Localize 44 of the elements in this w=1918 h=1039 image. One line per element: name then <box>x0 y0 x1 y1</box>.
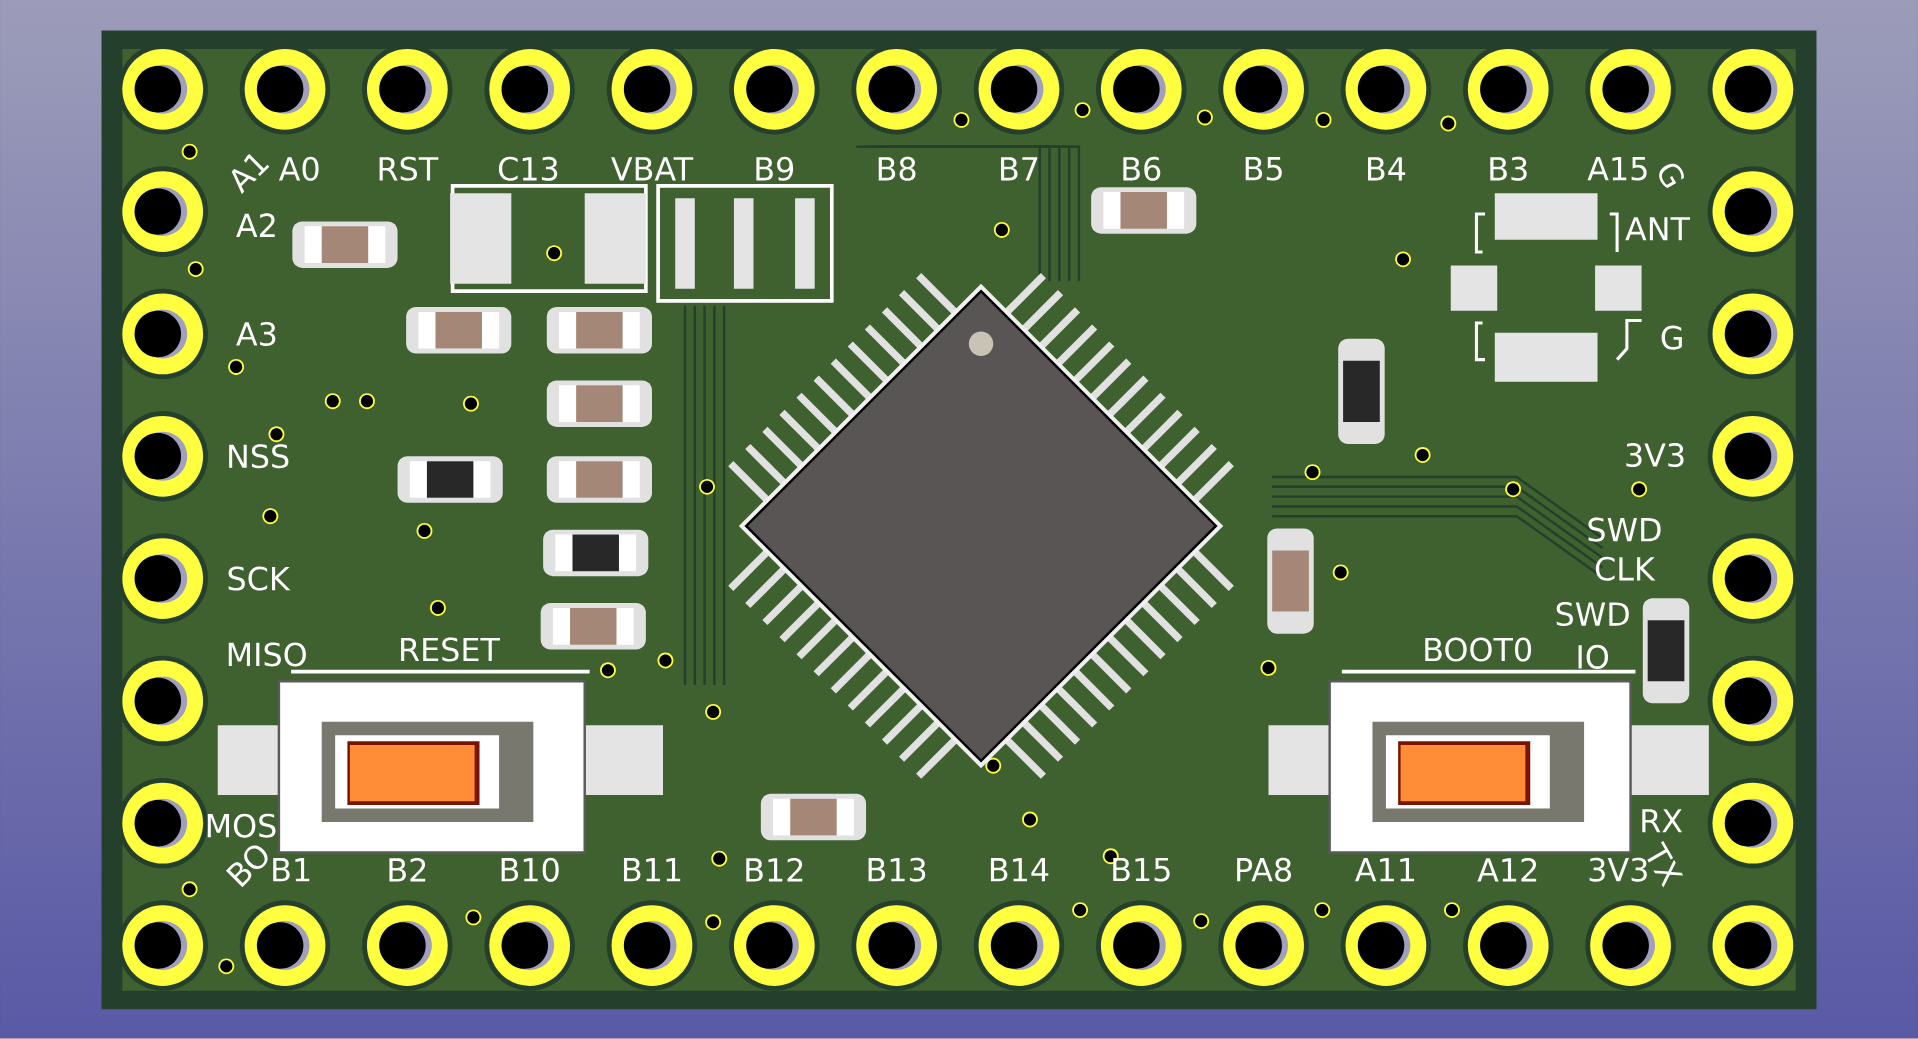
silkscreen-label: RX <box>1642 809 1683 833</box>
silkscreen-label: B12 <box>746 858 803 882</box>
silkscreen-label: CLK <box>1595 557 1656 582</box>
silkscreen-label: TX <box>1647 841 1684 888</box>
silkscreen-label: B8 <box>878 157 916 182</box>
silkscreen-label: B6 <box>1123 157 1161 182</box>
silkscreen-label: A0 <box>278 157 319 182</box>
silkscreen-label: BOOT0 <box>1425 637 1532 662</box>
silkscreen-label: B9 <box>756 157 794 182</box>
silkscreen-label: SCK <box>228 566 291 591</box>
silkscreen-label: VBAT <box>611 157 694 181</box>
silkscreen-label: RST <box>379 157 439 182</box>
silkscreen-label: PA8 <box>1237 857 1292 882</box>
silkscreen-label: B10 <box>501 857 559 882</box>
silkscreen-label: B4 <box>1368 157 1406 181</box>
silkscreen-label: B2 <box>389 858 426 882</box>
silkscreen-label: BO <box>225 845 268 888</box>
silkscreen-label: ANT <box>1625 217 1691 241</box>
silkscreen-label: B15 <box>1113 858 1170 882</box>
silkscreen-label: B11 <box>623 858 681 882</box>
silkscreen-label: SWD <box>1556 602 1629 627</box>
silkscreen-label: IO <box>1578 645 1609 670</box>
silkscreen-label: C13 <box>498 157 558 182</box>
silkscreen-label: G <box>1659 164 1684 189</box>
silkscreen-label: A12 <box>1477 858 1537 882</box>
silkscreen-label: B1 <box>273 858 310 882</box>
silkscreen-label: NSS <box>229 444 289 469</box>
silkscreen-label: B5 <box>1245 157 1282 181</box>
silkscreen-label: MISO <box>228 642 306 667</box>
silkscreen-label: RESET <box>401 637 500 662</box>
silkscreen-label: B14 <box>990 858 1049 882</box>
silkscreen-label: MOS <box>207 813 276 838</box>
silkscreen-label: SWD <box>1588 517 1661 542</box>
silkscreen-label: A1 <box>231 154 270 195</box>
silkscreen-label: G <box>1661 325 1682 350</box>
silkscreen-label: A15 <box>1587 157 1647 181</box>
silkscreen-label: A11 <box>1355 858 1415 882</box>
silkscreen-label: B7 <box>1001 157 1038 181</box>
silkscreen-label: A3 <box>236 322 276 347</box>
silkscreen-label: A2 <box>236 213 275 238</box>
silkscreen-label: B13 <box>868 857 926 882</box>
silkscreen-label: 3V3 <box>1589 857 1647 882</box>
silkscreen-label: B3 <box>1490 157 1527 182</box>
silkscreen-label: 3V3 <box>1626 443 1684 468</box>
